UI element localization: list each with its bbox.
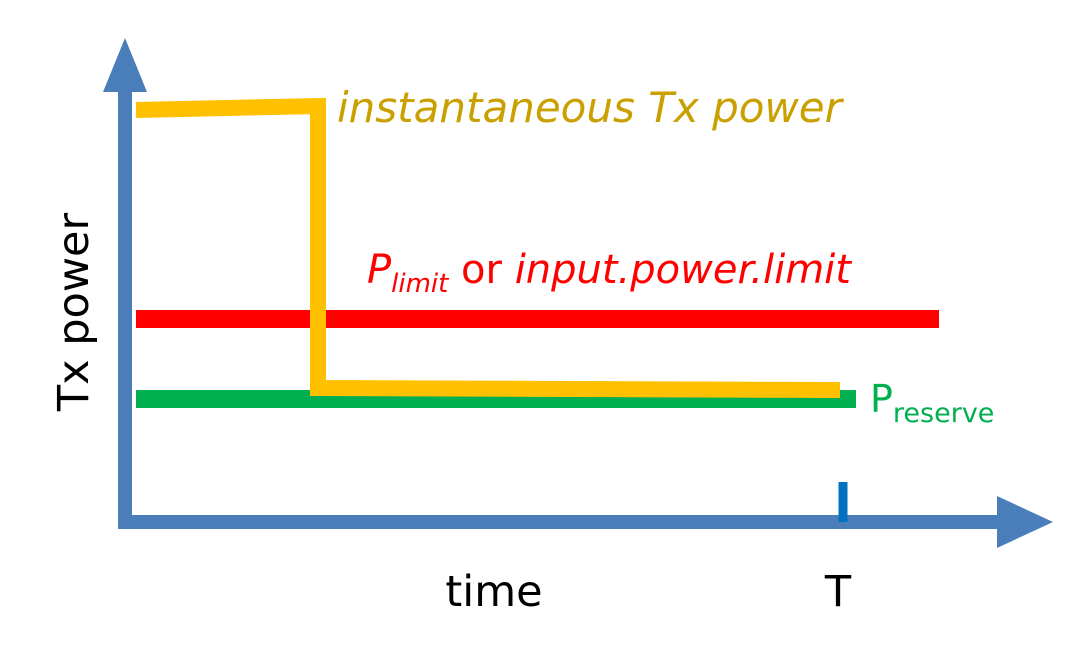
limit-label-sub: limit	[391, 269, 449, 299]
t-marker-label: T	[824, 567, 852, 617]
reserve-label: Preserve	[870, 377, 994, 429]
instantaneous-power-label: instantaneous Tx power	[337, 83, 845, 132]
limit-label-alt: input.power.limit	[515, 247, 853, 293]
x-axis	[118, 496, 1053, 548]
reserve-label-sub: reserve	[893, 398, 995, 429]
limit-label: Plimit or input.power.limit	[367, 247, 852, 299]
limit-label-base: P	[367, 247, 392, 293]
y-axis-arrowhead	[103, 38, 147, 92]
instantaneous-power-line	[135, 97, 841, 398]
x-axis-arrowhead	[997, 496, 1053, 548]
y-axis	[103, 38, 147, 522]
y-axis-label: Tx power	[49, 213, 99, 413]
reserve-label-base: P	[870, 377, 893, 421]
limit-label-or: or	[448, 247, 514, 293]
x-axis-label: time	[445, 567, 542, 617]
